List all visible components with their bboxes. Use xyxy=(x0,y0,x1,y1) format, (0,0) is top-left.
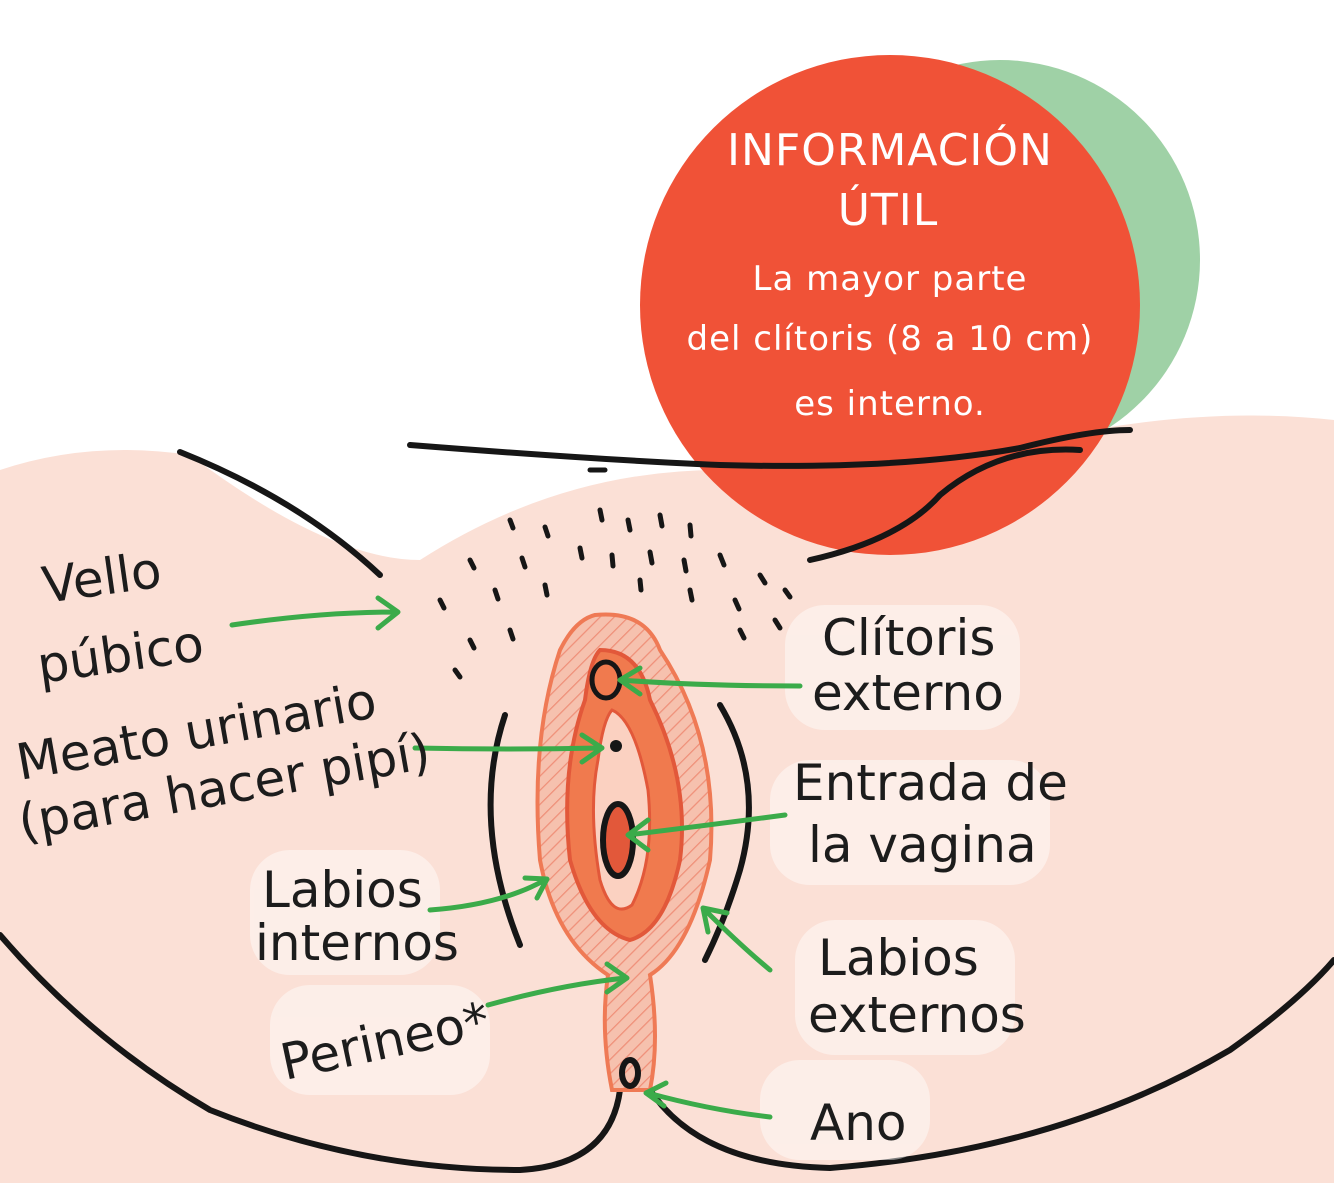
left-thigh-line xyxy=(487,712,523,948)
right-thigh-line xyxy=(702,702,752,963)
arrow-vagina xyxy=(625,812,788,853)
arrow-labios-externos xyxy=(700,905,773,973)
pubic-hair xyxy=(437,467,793,680)
label-backgrounds xyxy=(250,605,1050,1160)
anus xyxy=(619,1057,641,1089)
label-labios-internos-1: Labios xyxy=(262,861,423,919)
arrow-ano xyxy=(643,1080,773,1120)
badge-title-1: INFORMACIÓN xyxy=(727,123,1053,176)
label-clitoris-2: externo xyxy=(812,664,1004,722)
label-clitoris-1: Clítoris xyxy=(822,609,995,667)
label-labios-internos-2: internos xyxy=(255,914,459,972)
badge-title-2: ÚTIL xyxy=(838,183,939,236)
label-vagina-2: la vagina xyxy=(808,816,1037,874)
arrow-labios-internos xyxy=(427,875,550,913)
label-vagina-1: Entrada de xyxy=(793,754,1068,812)
badge-body-2: del clítoris (8 a 10 cm) xyxy=(687,319,1094,359)
clitoris-glans xyxy=(589,659,623,701)
arrow-perineo xyxy=(485,961,630,1008)
lower-left-outline xyxy=(0,932,623,1174)
lower-right-outline xyxy=(647,957,1334,1172)
badge-red-circle xyxy=(640,55,1140,555)
badge-body-1: La mayor parte xyxy=(753,259,1028,299)
arrow-meato xyxy=(412,732,605,765)
vaginal-opening xyxy=(600,801,636,879)
label-ano: Ano xyxy=(810,1094,906,1152)
upper-outline-far-right xyxy=(807,446,1083,563)
upper-outline xyxy=(177,449,383,578)
arrows xyxy=(229,595,803,1120)
label-labios-externos-2: externos xyxy=(808,986,1026,1044)
urethral-meatus xyxy=(610,740,622,752)
arrow-vello xyxy=(229,595,401,631)
arrow-clitoris xyxy=(617,665,803,697)
badge-body-3: es interno. xyxy=(794,384,986,424)
label-labios-externos-1: Labios xyxy=(818,929,979,987)
upper-outline-right xyxy=(407,427,1133,469)
